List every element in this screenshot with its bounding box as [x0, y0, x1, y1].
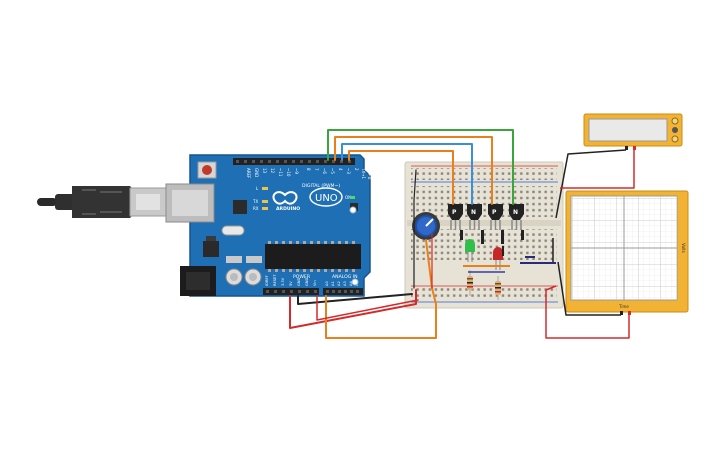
pin-label: GND — [305, 278, 309, 286]
pin-label: A3 — [343, 281, 347, 286]
pin-label: Vin — [313, 280, 317, 286]
pin-label: A2 — [337, 281, 341, 286]
pin-label: 4 — [338, 168, 343, 171]
breadboard-wires[interactable] — [463, 238, 556, 273]
wire-5v-red[interactable] — [289, 289, 417, 329]
rx-led-label: RX — [253, 206, 259, 211]
wire-meter-black[interactable] — [555, 149, 627, 219]
pin-label: ~11 — [278, 168, 283, 177]
transistor-type-label: N — [471, 209, 476, 216]
knob-icon[interactable] — [671, 117, 679, 125]
scope-volts-label: Volts — [681, 243, 686, 253]
pin-label: ~6 — [322, 168, 327, 174]
multimeter-wires[interactable] — [555, 149, 635, 219]
scope-wires[interactable] — [545, 261, 630, 339]
on-led-label: ON — [345, 195, 351, 200]
transistor-2[interactable]: N — [467, 204, 482, 230]
oscilloscope[interactable]: Volts Time — [565, 190, 689, 315]
transistor-type-label: N — [513, 209, 518, 216]
wire-orange-top[interactable] — [334, 136, 493, 205]
scope-time-label: Time — [618, 304, 629, 309]
red-led[interactable] — [493, 247, 503, 270]
pin-label: GND — [297, 278, 301, 286]
brand-text: ARDUINO — [276, 206, 300, 212]
signal-wires[interactable] — [327, 129, 514, 205]
atmega-chip — [265, 244, 361, 269]
tx-led — [262, 200, 268, 203]
digital-header-label: DIGITAL (PWM~) — [302, 183, 340, 189]
green-led[interactable] — [465, 239, 475, 262]
board-jumpers[interactable] — [460, 230, 524, 244]
pin-label: ~3 — [346, 168, 351, 174]
wire-green[interactable] — [327, 129, 514, 205]
wire-gnd-black[interactable] — [297, 293, 413, 305]
wire-rail-black[interactable] — [413, 169, 417, 289]
potentiometer[interactable] — [412, 212, 440, 240]
pin-label: 3.3V — [281, 277, 285, 286]
pin-label: A0 — [325, 281, 329, 286]
wire-scope-red[interactable] — [545, 285, 630, 339]
transistor-4[interactable]: N — [509, 204, 524, 230]
pin-label: RX←0 — [367, 168, 372, 180]
pin-label: 5V — [289, 281, 293, 286]
pin-label: A4 — [349, 281, 353, 286]
pin-label: 7 — [314, 168, 319, 171]
pin-label: ~5 — [330, 168, 335, 174]
pin-label: RESET — [273, 274, 277, 286]
arduino-logo: ARDUINO UNO — [272, 187, 343, 212]
wire-orange-2[interactable] — [348, 150, 454, 205]
pin-label: 8 — [306, 168, 311, 171]
gnd-label: GND — [254, 168, 259, 177]
analog-header[interactable] — [323, 288, 363, 295]
analog-label: ANALOG IN — [332, 274, 358, 280]
transistor-3[interactable]: P — [488, 204, 503, 230]
wire-blue[interactable] — [341, 143, 473, 205]
crystal — [221, 225, 245, 236]
voltage-regulator — [203, 241, 219, 257]
l-led — [262, 187, 268, 190]
transistor-1[interactable]: P — [448, 204, 463, 230]
pin-label: 13 — [262, 168, 267, 174]
wire-meter-red[interactable] — [560, 150, 635, 189]
pin-label: IOREF — [265, 275, 269, 286]
arduino-uno-board[interactable]: AREF GND 13 12 ~11 ~10 ~9 8 7 ~6 ~5 4 ~3… — [165, 154, 372, 297]
pin-label: 12 — [270, 168, 275, 174]
knob-icon[interactable] — [671, 135, 679, 143]
usb-chip — [233, 200, 247, 214]
wire-scope-black[interactable] — [557, 261, 621, 316]
wire-analog-orange[interactable] — [325, 239, 437, 339]
resistor-2[interactable] — [495, 276, 501, 300]
pin-label: ~9 — [294, 168, 299, 174]
transistor-type-label: P — [452, 209, 457, 216]
pin-label: A1 — [331, 281, 335, 286]
pin-label: TX→1 — [361, 167, 366, 180]
multimeter[interactable] — [583, 113, 683, 150]
on-led — [350, 196, 355, 199]
transistor-type-label: P — [492, 209, 497, 216]
wire-vin-red[interactable] — [316, 295, 419, 321]
l-led-label: L — [256, 186, 259, 191]
aref-label: AREF — [246, 168, 251, 179]
pin-label: 2 — [354, 168, 359, 171]
power-label: POWER — [293, 274, 311, 280]
usb-cable[interactable] — [37, 186, 167, 218]
resistor-1[interactable] — [467, 270, 473, 296]
model-text: UNO — [315, 193, 338, 204]
knob-icon[interactable] — [672, 127, 678, 133]
power-wires[interactable] — [289, 169, 437, 339]
tx-led-label: TX — [252, 199, 258, 204]
rx-led — [262, 207, 268, 210]
pin-label: ~10 — [286, 168, 291, 177]
